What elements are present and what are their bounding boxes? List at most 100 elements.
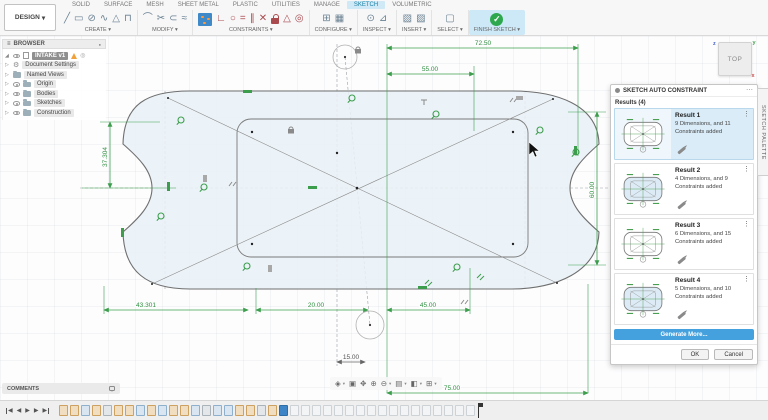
rectangle-tool-icon[interactable]: ▭: [74, 13, 84, 24]
item-label[interactable]: Bodies: [34, 89, 59, 98]
browser-item-origin[interactable]: ▷ Origin: [5, 80, 106, 90]
timeline-feature[interactable]: [147, 405, 157, 416]
item-label[interactable]: Origin: [34, 80, 57, 89]
workspace-switcher-button[interactable]: DESIGN ▾: [4, 4, 56, 31]
timeline-feature-suppressed[interactable]: [334, 405, 344, 416]
timeline-feature[interactable]: [169, 405, 179, 416]
play-icon[interactable]: ▶: [25, 407, 30, 414]
timeline-feature-active-sketch[interactable]: [279, 405, 289, 416]
configuration-table-icon[interactable]: ▦: [334, 13, 345, 24]
tab-volumetric[interactable]: VOLUMETRIC: [392, 2, 432, 8]
dim-bottom-mid[interactable]: 20.00: [307, 301, 326, 310]
edit-pencil-icon[interactable]: [677, 255, 686, 264]
timeline-feature-suppressed[interactable]: [356, 405, 366, 416]
caret-icon[interactable]: ▾: [419, 380, 423, 386]
inner-profile[interactable]: [236, 118, 529, 258]
perpendicular-constraint-icon[interactable]: ✕: [258, 13, 268, 24]
timeline-feature[interactable]: [59, 405, 69, 416]
visibility-eye-icon[interactable]: [13, 91, 20, 96]
timeline-feature-suppressed[interactable]: [378, 405, 388, 416]
kebab-menu-icon[interactable]: ⋮: [743, 276, 750, 283]
finish-sketch-button[interactable]: ✓ FINISH SKETCH ▾: [468, 10, 525, 35]
timeline-feature[interactable]: [158, 405, 168, 416]
polygon-tool-icon[interactable]: △: [112, 13, 120, 24]
dim-bottom-left[interactable]: 43.301: [135, 301, 157, 310]
timeline-feature-suppressed[interactable]: [290, 405, 300, 416]
timeline-position-marker[interactable]: [477, 402, 484, 418]
tab-solid[interactable]: SOLID: [72, 2, 91, 8]
caret-icon[interactable]: ▾: [342, 380, 346, 386]
timeline-feature[interactable]: [136, 405, 146, 416]
timeline-feature[interactable]: [92, 405, 102, 416]
item-label[interactable]: Construction: [34, 108, 74, 117]
browser-header[interactable]: ≡ BROWSER ●: [2, 39, 106, 49]
edit-pencil-icon[interactable]: [677, 200, 686, 209]
auto-constraint-tool-icon-active[interactable]: [198, 12, 213, 26]
select-dropdown[interactable]: SELECT ▾: [437, 27, 463, 33]
look-at-icon[interactable]: ▣: [349, 379, 357, 388]
equal-constraint-icon[interactable]: =: [239, 13, 246, 24]
timeline-feature[interactable]: [81, 405, 91, 416]
dialog-header[interactable]: SKETCH AUTO CONSTRAINT ⋯: [611, 85, 757, 97]
sketch-canvas[interactable]: 72.50 55.00 37.304 60.00 43.301 20.00 45…: [0, 36, 768, 400]
dim-top-inner[interactable]: 55.00: [421, 65, 440, 74]
timeline-feature-suppressed[interactable]: [400, 405, 410, 416]
display-settings-icon[interactable]: ▤: [395, 379, 403, 388]
root-node-label[interactable]: INTAKE v1: [32, 51, 69, 60]
step-back-icon[interactable]: ◀: [16, 407, 22, 414]
dim-bottom-inner[interactable]: 45.00: [419, 301, 438, 310]
expand-icon[interactable]: ▷: [5, 100, 9, 107]
view-cube[interactable]: TOP z y x: [713, 40, 756, 79]
timeline-feature-suppressed[interactable]: [411, 405, 421, 416]
timeline-feature-suppressed[interactable]: [301, 405, 311, 416]
tab-utilities[interactable]: UTILITIES: [271, 2, 300, 8]
timeline-feature[interactable]: [202, 405, 212, 416]
configure-tool-icon[interactable]: ⊞: [322, 13, 331, 24]
timeline-feature[interactable]: [180, 405, 190, 416]
spline-tool-icon[interactable]: ∿: [99, 13, 109, 24]
timeline-feature-suppressed[interactable]: [345, 405, 355, 416]
browser-item-construction[interactable]: ▷ Construction: [5, 108, 106, 118]
dim-left-height[interactable]: 37.304: [101, 146, 110, 168]
dim-right-height[interactable]: 60.00: [588, 180, 597, 199]
timeline-feature[interactable]: [268, 405, 278, 416]
timeline-feature-suppressed[interactable]: [389, 405, 399, 416]
kebab-menu-icon[interactable]: ⋮: [743, 221, 750, 228]
browser-item-sketches[interactable]: ▷ Sketches: [5, 99, 106, 109]
vertex-points[interactable]: [151, 97, 558, 285]
filter-icon[interactable]: ●: [98, 41, 101, 47]
visibility-eye-icon[interactable]: [13, 110, 20, 115]
tab-sketch[interactable]: SKETCH: [346, 1, 386, 9]
fix-constraint-lock-icon[interactable]: [271, 14, 280, 24]
visibility-eye-icon[interactable]: [13, 82, 20, 87]
timeline-feature[interactable]: [191, 405, 201, 416]
timeline-feature-suppressed[interactable]: [422, 405, 432, 416]
dim-bottom-offset[interactable]: 15.00: [342, 353, 361, 362]
canvas-image-icon[interactable]: ▨: [416, 13, 426, 24]
dim-bottom-outer[interactable]: 75.00: [443, 384, 462, 393]
expand-icon[interactable]: ▷: [5, 109, 9, 116]
timeline-feature[interactable]: [246, 405, 256, 416]
edit-pencil-icon[interactable]: [677, 310, 686, 319]
ok-button[interactable]: OK: [680, 349, 710, 360]
modify-dropdown[interactable]: MODIFY ▾: [152, 27, 178, 33]
tangent-constraint-badges[interactable]: [156, 94, 580, 272]
pan-icon[interactable]: ✥: [360, 379, 367, 388]
timeline-feature-suppressed[interactable]: [433, 405, 443, 416]
result-card-1[interactable]: Result 1 ⋮ 9 Dimensions, and 11 Constrai…: [614, 108, 754, 160]
timeline-feature[interactable]: [224, 405, 234, 416]
offset-tool-icon[interactable]: ⊂: [169, 13, 178, 24]
expand-icon[interactable]: ◢: [5, 52, 9, 59]
timeline-feature-suppressed[interactable]: [444, 405, 454, 416]
kebab-menu-icon[interactable]: ⋮: [743, 111, 750, 118]
browser-item-document-settings[interactable]: ▷ ⚙ Document Settings: [5, 61, 106, 71]
expand-icon[interactable]: ▷: [5, 90, 9, 97]
tangent-constraint-icon[interactable]: ○: [229, 13, 236, 24]
timeline-feature-suppressed[interactable]: [455, 405, 465, 416]
constraints-dropdown[interactable]: CONSTRAINTS ▾: [228, 27, 273, 33]
tab-mesh[interactable]: MESH: [146, 2, 164, 8]
result-card-3[interactable]: Result 3 ⋮ 6 Dimensions, and 15 Constrai…: [614, 218, 754, 270]
tab-sheet-metal[interactable]: SHEET METAL: [177, 2, 219, 8]
line-tool-icon[interactable]: ╱: [64, 13, 71, 24]
generate-more-button[interactable]: Generate More...: [614, 329, 754, 340]
